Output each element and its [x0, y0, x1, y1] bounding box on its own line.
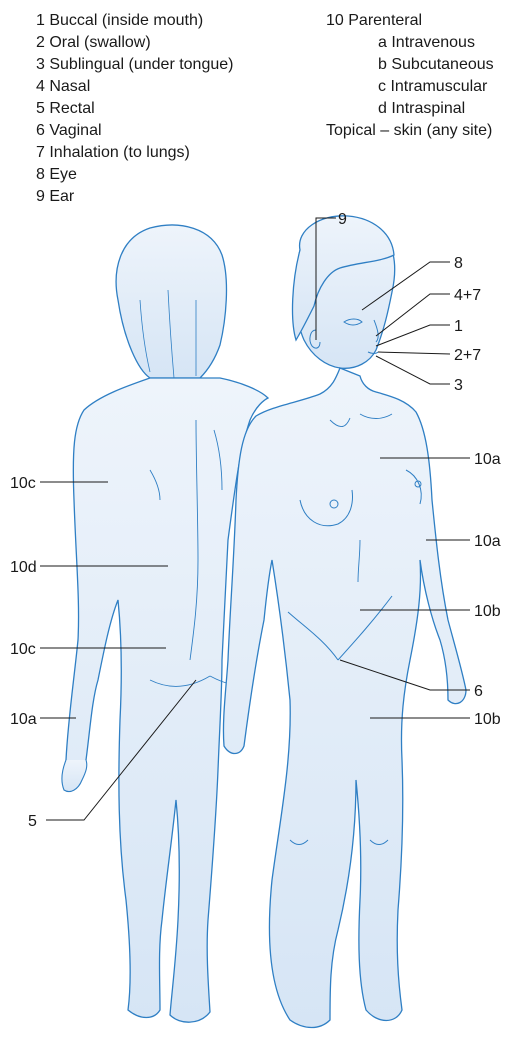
callout-iv-arm: 10a	[474, 533, 501, 550]
callout-iv-chest: 10a	[474, 451, 501, 468]
callout-subq-thigh: 10b	[474, 711, 501, 728]
callout-nasal-inhalation: 4+7	[454, 287, 481, 304]
front-figure	[223, 216, 466, 1028]
leader-oral	[378, 352, 450, 354]
callout-iv-hand: 10a	[10, 711, 37, 728]
leader-buccal	[376, 325, 450, 346]
callout-buccal: 1	[454, 318, 463, 335]
callout-ear: 9	[338, 211, 347, 228]
back-hand	[62, 760, 87, 792]
callout-sublingual: 3	[454, 377, 463, 394]
callout-im-shoulder: 10c	[10, 475, 36, 492]
callout-im-buttock: 10c	[10, 641, 36, 658]
callout-rectal: 5	[28, 813, 37, 830]
callout-subq-abdomen: 10b	[474, 603, 501, 620]
callout-vaginal: 6	[474, 683, 483, 700]
callout-eye: 8	[454, 255, 463, 272]
front-body	[223, 368, 466, 1028]
callout-oral-inhalation: 2+7	[454, 347, 481, 364]
leader-sublingual	[376, 356, 450, 384]
callout-intraspinal: 10d	[10, 559, 37, 576]
back-head-hair	[116, 225, 226, 378]
